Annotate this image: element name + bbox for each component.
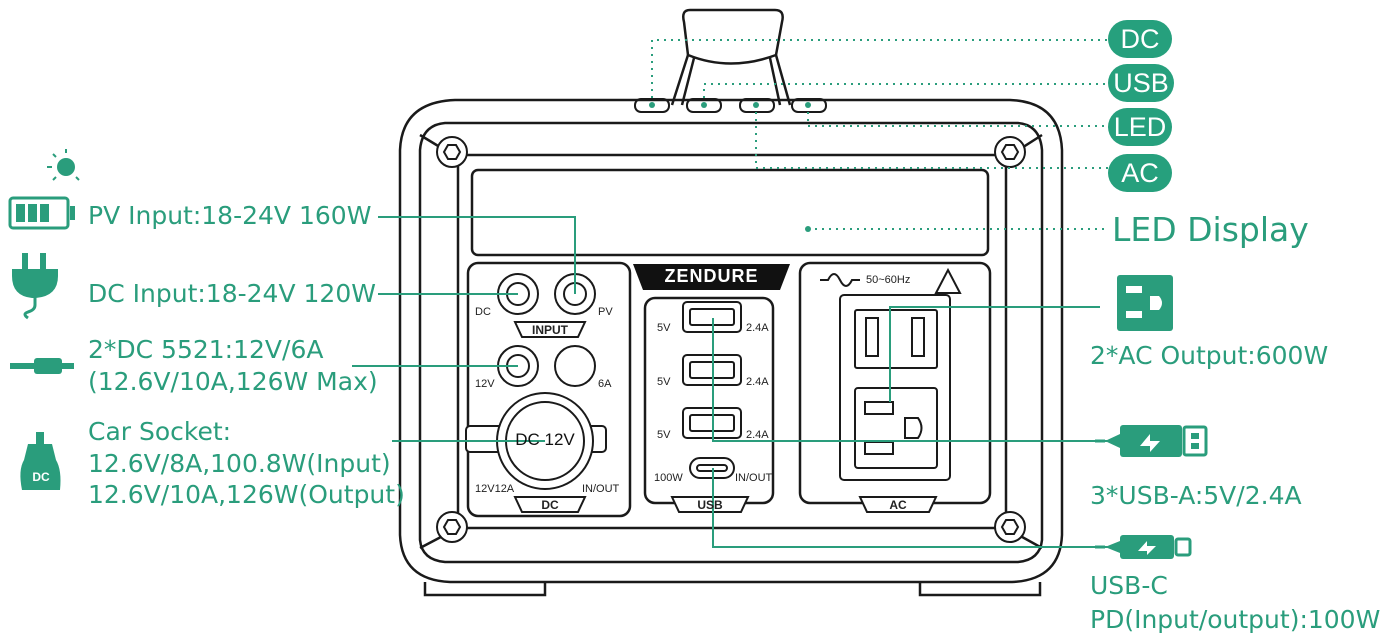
usb3-amp: 2.4A (746, 429, 769, 441)
carry-handle (670, 8, 792, 106)
dc-cable-icon (10, 358, 74, 374)
usbc-power-label: 100W (654, 472, 683, 484)
ac-wave-icon (820, 267, 962, 294)
pv-input-label: PV Input:18-24V 160W (88, 201, 372, 230)
usb2-volt: 5V (657, 376, 671, 388)
usbc-mode-label: IN/OUT (735, 472, 773, 484)
car-socket-input: 12.6V/8A,100.8W(Input) (88, 449, 391, 478)
port-12v-label: 12V (475, 378, 495, 390)
car-mode-label: IN/OUT (582, 483, 620, 495)
usb2-amp: 2.4A (746, 376, 769, 388)
device-body (398, 98, 1064, 597)
usb-section-title: USB (697, 498, 723, 512)
section-tabs (513, 321, 938, 513)
car-icon-text: DC (32, 470, 50, 484)
car-socket-output: 12.6V/10A,126W(Output) (88, 480, 405, 509)
input-ports (497, 273, 596, 387)
car-socket-title: Car Socket: (88, 417, 232, 446)
car-charger-icon (20, 432, 61, 490)
ac-output-label: 2*AC Output:600W (1090, 341, 1329, 370)
car-rating-label: 12V12A (475, 483, 515, 495)
dc-input-label: DC Input:18-24V 120W (88, 279, 376, 308)
usb3-volt: 5V (657, 429, 671, 441)
brand-bar (633, 264, 790, 290)
led-display-label: LED Display (1112, 210, 1309, 249)
port-pv-label: PV (598, 306, 613, 318)
dc5521-label-2: (12.6V/10A,126W Max) (88, 367, 378, 396)
usb1-volt: 5V (657, 322, 671, 334)
dc-plug-icon (12, 253, 58, 320)
usb1-amp: 2.4A (746, 322, 769, 334)
indicator-led: LED (1108, 108, 1172, 146)
brand-logo: ZENDURE (664, 266, 759, 286)
dotted-lines (651, 39, 1108, 230)
indicator-usb: USB (1108, 64, 1174, 102)
dc5521-label-1: 2*DC 5521:12V/6A (88, 335, 324, 364)
usb-a-label: 3*USB-A:5V/2.4A (1090, 481, 1302, 510)
indicator-ac: AC (1108, 154, 1172, 192)
screws (436, 136, 1026, 543)
dot-ends (649, 102, 811, 232)
usb-c-label-1: USB-C (1090, 571, 1168, 600)
leader-lines (352, 216, 1117, 548)
ac-outlets (839, 294, 951, 481)
usb-c-label-2: PD(Input/output):100W (1090, 605, 1381, 634)
usb-a-cable-icon (1095, 425, 1208, 457)
ac-section-title: AC (889, 498, 907, 512)
usb-c-cable-icon (1095, 535, 1192, 559)
ac-frequency-label: 50~60Hz (866, 274, 911, 286)
port-dc-label: DC (475, 306, 491, 318)
indicator-dc: DC (1108, 20, 1172, 58)
input-section-title: INPUT (532, 323, 568, 337)
car-socket-text: DC 12V (515, 430, 575, 449)
solar-battery-icon (8, 149, 80, 230)
port-6a-label: 6A (598, 378, 612, 390)
dc-section-title: DC (541, 498, 559, 512)
ac-socket-icon (1117, 275, 1173, 331)
